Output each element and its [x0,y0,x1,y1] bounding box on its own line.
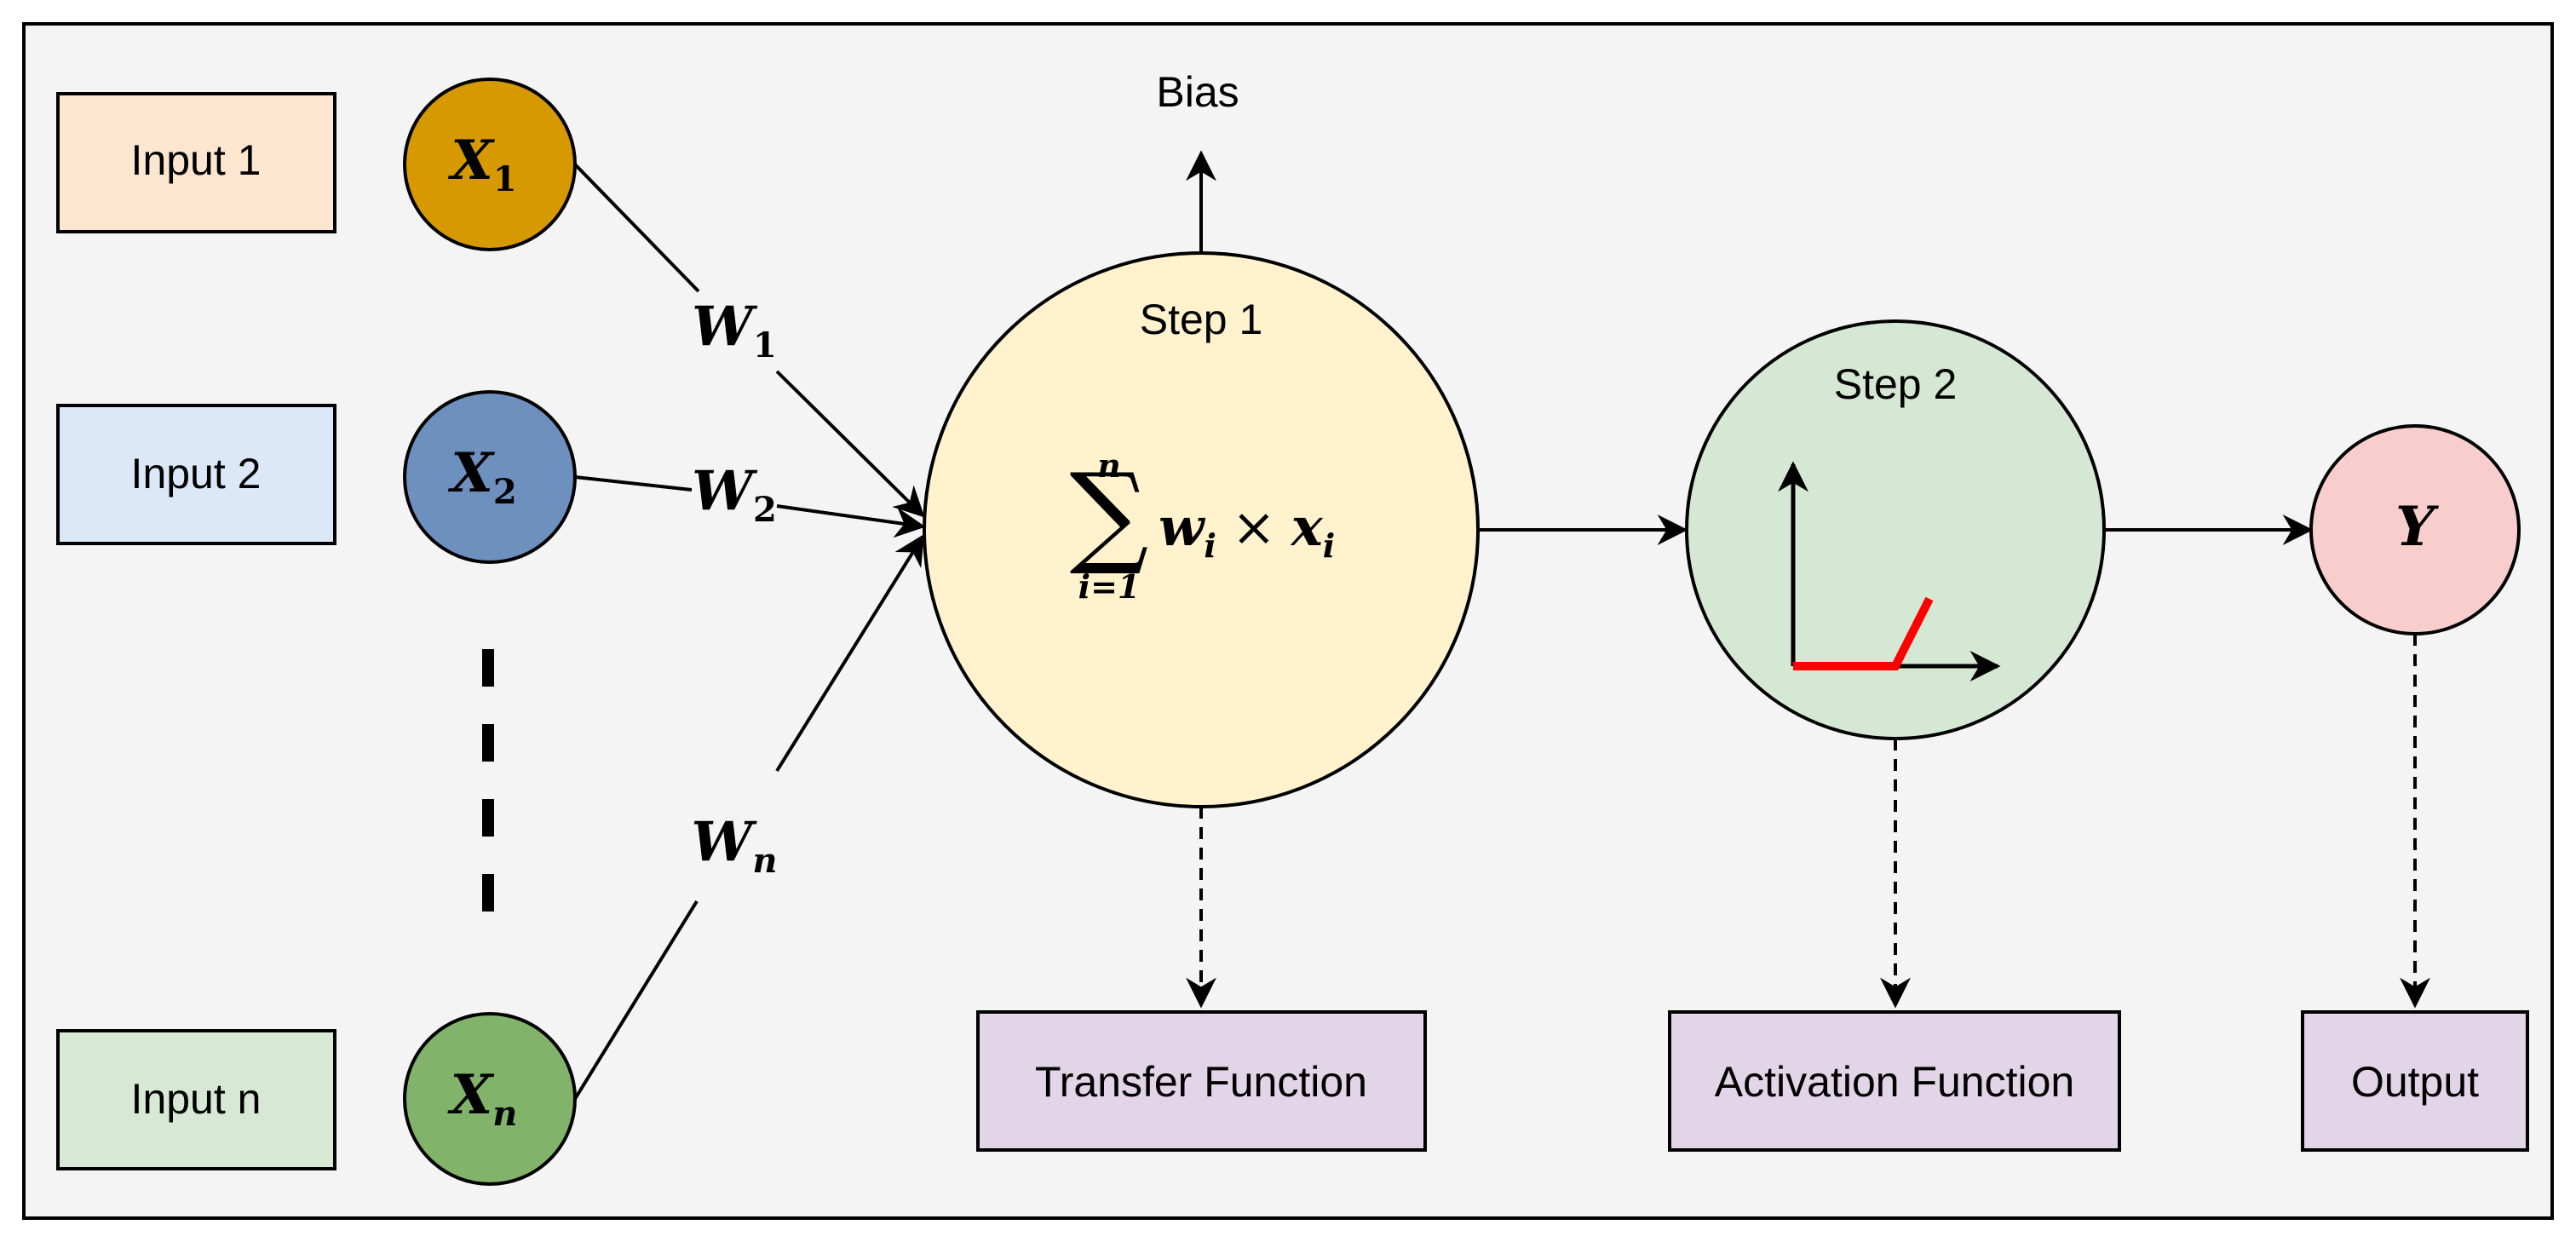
input-2-box: Input 2 [56,404,336,545]
x2-symbol: X [447,441,495,505]
weight-var-sub: i [1204,526,1216,565]
step2-node: Step 2 [1685,319,2106,740]
sum-lower-limit: i=1 [1078,567,1141,606]
sum-upper-limit: n [1097,446,1121,485]
weight-edge-n [573,533,924,1101]
output-node: Y [2309,424,2521,635]
step1-node: Step 1 n ∑ i=1 wi×xi [923,251,1480,808]
output-symbol: Y [2395,495,2439,559]
x1-symbol: X [447,129,495,193]
x2-node: X2 [403,390,577,564]
xn-node: Xn [403,1012,577,1186]
w2-label: W2 [692,459,777,530]
input-var-sub: i [1323,526,1335,565]
activation-graph-icon [1778,461,2001,681]
xn-symbol: X [447,1063,495,1127]
input-n-label: Input n [131,1075,262,1123]
input-var: x [1290,496,1324,558]
svg-text:Xn: Xn [447,1063,518,1134]
x2-subscript: 2 [493,472,517,512]
sigma-symbol: ∑ [1070,449,1149,578]
wn-label: Wn [692,810,778,881]
transfer-function-label: Transfer Function [1035,1058,1367,1106]
x1-node: X1 [403,78,577,251]
activation-function-label: Activation Function [1715,1058,2074,1106]
transfer-function-box: Transfer Function [976,1010,1427,1152]
input-1-label: Input 1 [131,136,262,184]
input-1-box: Input 1 [56,92,336,233]
x1-subscript: 1 [493,159,517,199]
bias-label: Bias [1156,68,1239,116]
output-box: Output [2301,1010,2529,1152]
step1-title: Step 1 [1140,296,1263,343]
input-2-label: Input 2 [131,450,262,497]
weight-edge-2 [574,475,926,538]
weight-edge-1 [573,163,925,518]
w1-label: W1 [692,295,777,365]
output-box-label: Output [2351,1058,2479,1106]
activation-function-box: Activation Function [1668,1010,2121,1152]
svg-text:X1: X1 [447,129,517,199]
step2-title: Step 2 [1834,360,1958,408]
xn-subscript: n [492,1094,517,1134]
input-n-box: Input n [56,1029,336,1170]
summation-formula: n ∑ i=1 wi×xi [1070,446,1336,606]
times-symbol: × [1232,496,1276,558]
svg-text:wi×xi: wi×xi [1159,496,1335,565]
weight-var: w [1159,496,1206,558]
svg-text:X2: X2 [447,441,517,512]
